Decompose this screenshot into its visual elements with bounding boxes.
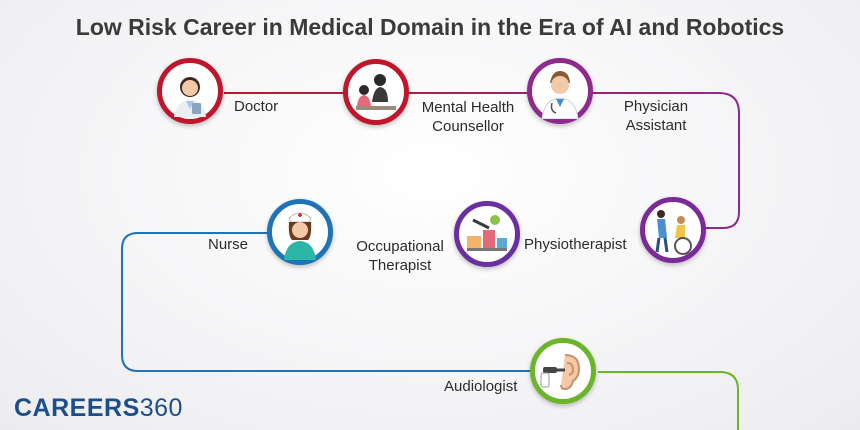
occupational-therapist-node: [454, 201, 520, 267]
counsellor-node: [343, 59, 409, 125]
page-title: Low Risk Career in Medical Domain in the…: [75, 14, 785, 40]
nurse-icon: [284, 212, 316, 260]
career-label-doctor: Doctor: [234, 98, 279, 115]
audiologist-icon: [540, 354, 581, 391]
career-label-physician-assistant: Physician Assistant: [623, 98, 689, 134]
occupational-therapist-icon: [467, 215, 507, 251]
logo-brand: CAREERS: [14, 394, 140, 422]
career-label-occupational-therapist: Occupational Therapist: [356, 238, 444, 274]
audiologist-node: [530, 338, 596, 404]
physician-assistant-node: [527, 58, 593, 124]
doctor-node: [157, 58, 223, 124]
flow-line-return: [121, 232, 530, 372]
career-label-audiologist: Audiologist: [444, 378, 518, 395]
career-label-nurse: Nurse: [208, 236, 249, 253]
physiotherapist-node: [640, 197, 706, 263]
career-label-counsellor: Mental Health Counsellor: [421, 99, 515, 135]
doctor-icon: [174, 77, 206, 117]
careers360-logo: CAREERS360: [14, 394, 183, 423]
nurse-node: [267, 199, 333, 265]
physician-assistant-icon: [541, 71, 579, 119]
career-label-physiotherapist: Physiotherapist: [524, 236, 627, 253]
logo-number: 360: [139, 394, 183, 422]
counsellor-icon: [356, 74, 396, 110]
flow-line-end: [598, 371, 739, 430]
physiotherapist-icon: [655, 210, 692, 255]
flow-line-row1: [224, 92, 740, 229]
